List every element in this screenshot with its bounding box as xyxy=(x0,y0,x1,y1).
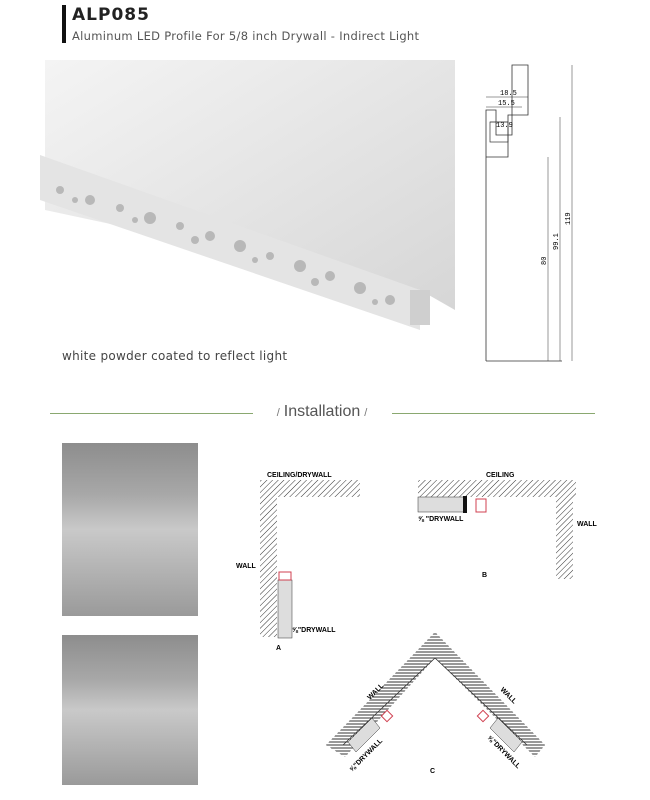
slash: / xyxy=(364,407,368,419)
divider-left xyxy=(50,413,253,414)
section-title: Installation xyxy=(283,403,361,420)
divider-right xyxy=(392,413,595,414)
dim-width-diffuser: 13.9 xyxy=(496,122,513,130)
dim-height-80: 80 xyxy=(541,257,549,265)
installation-photo-2 xyxy=(62,635,198,785)
diagram-a: CEILING/DRYWALL WALL ⅝"DRYWALL A xyxy=(236,472,360,652)
product-caption: white powder coated to reflect light xyxy=(62,349,288,363)
section-heading: /Installation/ xyxy=(262,403,382,421)
diagram-c: WALL WALL ⅝"DRYWALL ⅝"DRYWALL C xyxy=(326,632,545,775)
label-wall: WALL xyxy=(236,563,257,570)
label-b: B xyxy=(482,572,487,579)
label-a: A xyxy=(276,645,281,652)
slash: / xyxy=(276,407,280,419)
title-accent-bar xyxy=(62,5,66,43)
label-ceiling-drywall: CEILING/DRYWALL xyxy=(267,472,332,479)
dim-height-119: 119 xyxy=(565,212,573,225)
label-c: C xyxy=(430,768,435,775)
label-ceiling: CEILING xyxy=(486,472,515,479)
label-wall: WALL xyxy=(577,521,598,528)
product-image xyxy=(40,60,455,330)
product-subtitle: Aluminum LED Profile For 5/8 inch Drywal… xyxy=(72,29,420,43)
label-drywall: ⅝ "DRYWALL xyxy=(418,516,464,523)
dim-width-outer: 18.5 xyxy=(500,90,517,98)
dim-height-99: 99.1 xyxy=(553,233,561,250)
diagram-b: CEILING WALL ⅝ "DRYWALL B xyxy=(417,472,598,579)
label-drywall: ⅝"DRYWALL xyxy=(292,627,336,634)
dim-width-inner: 15.5 xyxy=(498,100,515,108)
installation-photo-1 xyxy=(62,443,198,616)
product-title: ALP085 xyxy=(72,5,150,25)
technical-drawing: 18.5 15.5 13.9 80 99.1 119 xyxy=(485,64,573,362)
